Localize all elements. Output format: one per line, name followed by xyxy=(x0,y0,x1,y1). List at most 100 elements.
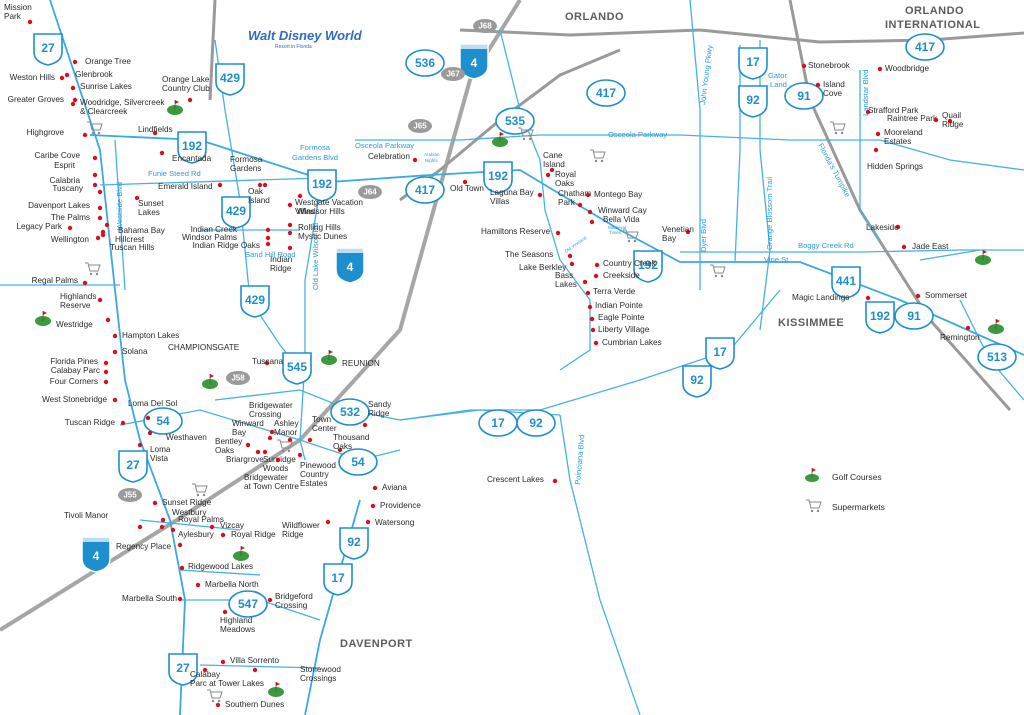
place-label: Glenbrook xyxy=(75,70,114,79)
place-label: Providence xyxy=(380,501,421,510)
supermarket-icon xyxy=(192,483,208,497)
place-label: Liberty Village xyxy=(598,325,650,334)
shield-us192-a: 192 xyxy=(177,131,207,164)
road-label-formosa-2: Gardens Blvd xyxy=(292,153,338,162)
shield-number: 441 xyxy=(836,274,856,288)
place-label: The Seasons xyxy=(505,250,553,259)
place-label: Emerald Island xyxy=(158,182,213,191)
shield-number: 92 xyxy=(690,373,704,387)
junction-j58: J58 xyxy=(226,371,250,385)
local-road-7 xyxy=(919,249,981,261)
place-label: Windsor Hills xyxy=(297,207,345,216)
place-marker xyxy=(287,437,293,443)
place-royal-palms: Royal Palms xyxy=(159,515,224,530)
place-label: Jade East xyxy=(912,242,949,251)
place-marker xyxy=(593,273,599,279)
golf-course-icon xyxy=(975,250,991,265)
place-label: Tuscan Ridge xyxy=(65,418,116,427)
place-marker xyxy=(145,415,151,421)
place-label: Orange Tree xyxy=(85,57,131,66)
local-road-2 xyxy=(139,519,241,531)
place-marker xyxy=(202,667,208,673)
interstate-shield-i4-b: 4 xyxy=(335,247,365,284)
legend-supermarkets-label: Supermarkets xyxy=(832,502,885,512)
place-marker xyxy=(112,333,118,339)
place-label: Tivoli Manor xyxy=(64,511,109,520)
place-indian-creek: Indian Creek xyxy=(191,225,271,234)
place-marker xyxy=(267,597,273,603)
place-marker xyxy=(265,227,271,233)
place-marker xyxy=(103,379,109,385)
place-indian-ridge-oaks: Indian Ridge Oaks xyxy=(193,241,271,250)
place-marker xyxy=(215,702,221,708)
place-remington: Remington xyxy=(940,325,980,342)
shield-sr92-d: 92 xyxy=(339,527,369,560)
shield-number: 429 xyxy=(226,204,246,218)
shield-sr17-a: 17 xyxy=(738,47,768,80)
shield-sr17-c: 17 xyxy=(478,409,518,437)
place-label: Royal Ridge xyxy=(231,530,276,539)
place-label: Tuscany xyxy=(52,184,84,193)
place-marker xyxy=(209,524,215,530)
place-marker xyxy=(275,457,281,463)
place-glenbrook: Glenbrook xyxy=(64,70,114,79)
place-bahama-bay: Bahama Bay xyxy=(104,222,166,235)
place-marker xyxy=(179,565,185,571)
place-magic-landings: Magic Landings xyxy=(792,293,871,302)
place-marker xyxy=(147,430,153,436)
place-marker xyxy=(103,369,109,375)
place-marker xyxy=(177,596,183,602)
place-marker xyxy=(97,215,103,221)
place-marker xyxy=(545,172,551,178)
place-marker xyxy=(307,437,313,443)
place-label: Crescent Lakes xyxy=(487,475,544,484)
place-marker xyxy=(97,205,103,211)
shield-number: 536 xyxy=(415,56,435,70)
logo-sub-text: Resort in Florida xyxy=(275,44,312,50)
funie-steed-road xyxy=(99,177,321,186)
place-marker xyxy=(105,317,111,323)
shield-sr17-b: 17 xyxy=(705,337,735,370)
place-label: Winward Cay xyxy=(598,206,648,215)
us27-road xyxy=(49,0,186,715)
place-marker xyxy=(92,155,98,161)
place-marker xyxy=(67,225,73,231)
place-marker xyxy=(877,66,883,72)
place-label: Esprit xyxy=(54,161,76,170)
place-eagle-pointe: Eagle Pointe xyxy=(589,313,645,322)
place-marker xyxy=(137,524,143,530)
road-label-funie-steed: Funie Steed Rd xyxy=(148,169,201,178)
place-country-creek: Country Creek xyxy=(594,259,657,268)
place-emerald-island: Emerald Island xyxy=(158,182,223,191)
place-lake-berkley: Lake Berkley xyxy=(519,261,575,272)
place-solana: Solana xyxy=(112,347,148,356)
road-label-sand-hill: Sand Hill Road xyxy=(245,250,296,259)
shield-sr417-b: 417 xyxy=(405,176,445,204)
place-marker xyxy=(587,304,593,310)
old-lake-wilson-road xyxy=(304,189,321,360)
place-label: Country Creek xyxy=(603,259,657,268)
shield-number: 192 xyxy=(312,177,332,191)
place-marker xyxy=(195,582,201,588)
supermarket-icon xyxy=(623,229,639,243)
place-label: Wellington xyxy=(51,235,90,244)
place-raintree-park: Raintree Park xyxy=(887,114,953,124)
place-label: Tuscana xyxy=(252,357,284,366)
place-windsor-hills: Windsor Hills xyxy=(287,202,345,216)
place-marker xyxy=(220,659,226,665)
place-lindfields: Lindfields xyxy=(138,125,173,136)
place-label: Regal Palms xyxy=(32,276,78,285)
place-celebration: Celebration xyxy=(368,152,418,163)
place-label: Eagle Pointe xyxy=(598,313,645,322)
road-label-vine-st: Vine St xyxy=(764,255,789,264)
shield-number: 91 xyxy=(907,309,921,323)
